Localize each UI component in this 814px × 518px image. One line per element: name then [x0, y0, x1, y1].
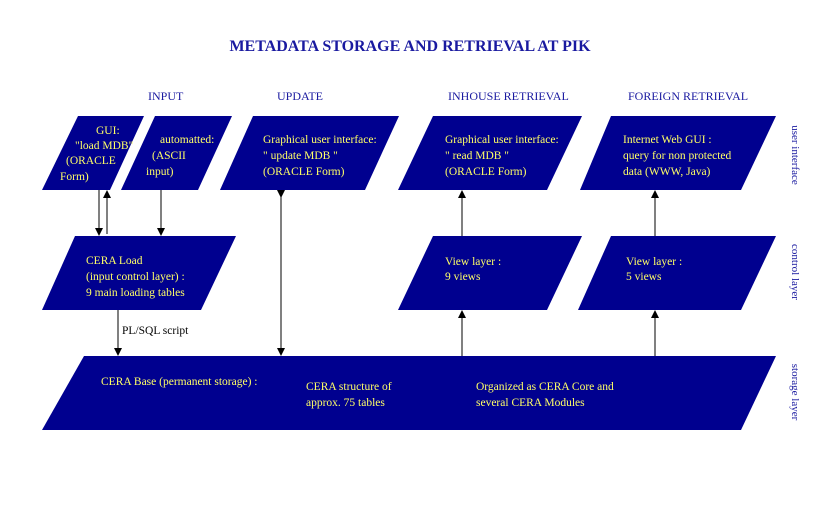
view-layer-5-box [578, 236, 776, 310]
cera-base-box [42, 356, 776, 430]
column-foreign-retrieval: FOREIGN RETRIEVAL [628, 89, 748, 103]
gui-load-text: GUI: "load MDB" (ORACLE Form) [60, 125, 136, 183]
view-layer-5-text: View layer : 5 views [626, 256, 685, 283]
web-gui-box [580, 116, 776, 190]
plsql-label: PL/SQL script [122, 325, 189, 337]
gui-load-box [42, 116, 144, 190]
update-gui-box [220, 116, 399, 190]
cera-base-organized-text: Organized as CERA Core and several CERA … [476, 381, 617, 409]
column-update: UPDATE [277, 89, 323, 103]
update-gui-text: Graphical user interface: " update MDB "… [263, 134, 380, 178]
layer-label-control: control layer [789, 244, 801, 300]
cera-base-title-text: CERA Base (permanent storage) : [101, 376, 258, 388]
column-input: INPUT [148, 89, 184, 103]
column-inhouse-retrieval: INHOUSE RETRIEVAL [448, 89, 569, 103]
view-layer-9-text: View layer : 9 views [445, 256, 504, 283]
cera-load-text: CERA Load (input control layer) : 9 main… [86, 255, 188, 299]
automated-input-box [121, 116, 232, 190]
view-layer-9-box [398, 236, 582, 310]
layer-label-storage: storage layer [789, 364, 801, 421]
automated-input-text: automatted: (ASCII input) [146, 134, 217, 178]
cera-load-box [42, 236, 236, 310]
page-title: METADATA STORAGE AND RETRIEVAL AT PIK [229, 38, 591, 55]
read-gui-box [398, 116, 582, 190]
read-gui-text: Graphical user interface: " read MDB " (… [445, 134, 562, 178]
web-gui-text: Internet Web GUI : query for non protect… [623, 134, 734, 178]
cera-base-structure-text: CERA structure of approx. 75 tables [306, 381, 394, 409]
layer-label-user-interface: user interface [789, 125, 801, 185]
